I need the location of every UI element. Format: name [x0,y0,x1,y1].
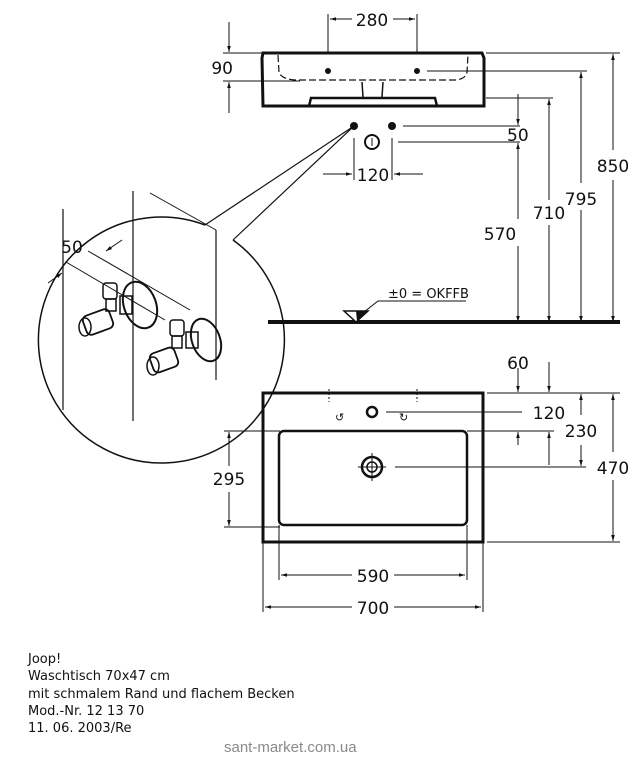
dim-tap-spacing: 280 [356,11,388,31]
caption-description: mit schmalem Rand und flachem Becken [28,686,295,702]
valve-point-right [388,122,396,130]
dim-drain-from-back: 230 [565,422,597,442]
caption-date: 11. 06. 2003/Re [28,721,132,737]
dim-bowl-depth: 295 [213,470,245,490]
dim-height-valves: 570 [484,225,516,245]
watermark: sant-market.com.ua [224,739,357,756]
dim-width-total: 700 [357,599,389,619]
dim-bowl-width: 590 [357,567,389,587]
caption-product: Waschtisch 70x47 cm [28,669,170,685]
cold-water-symbol: ↻ [399,411,408,424]
hot-water-symbol: ↺ [335,411,344,424]
basin-inner-curve [277,54,469,81]
drawing-caption: Joop! Waschtisch 70x47 cm mit schmalem R… [28,651,295,737]
detail-view [37,191,286,464]
drain-outlet [364,134,380,150]
bowl-outline [277,429,469,527]
dim-tap-to-bowl: 120 [533,404,565,424]
drain-plan [358,453,386,481]
angle-valve-1 [78,280,159,337]
dim-drain-spacing: 120 [357,166,389,186]
angle-valve-2 [146,317,223,376]
side-view [204,14,620,324]
dim-rim-thickness: 90 [211,59,233,79]
caption-brand: Joop! [28,652,62,667]
dim-valve-offset: 50 [507,126,529,146]
dim-valve-spacing: 50 [61,238,83,258]
detail-circle [37,216,286,464]
dim-height-bottom: 710 [533,204,565,224]
dim-height-top: 850 [597,157,629,177]
basin-foot [307,96,439,107]
dim-depth-total: 470 [597,459,629,479]
caption-model-number: Mod.-Nr. 12 13 70 [28,703,145,719]
tap-hole-left [325,68,331,74]
dim-height-overflow: 795 [565,190,597,210]
basin-side-outline [260,51,486,108]
floor-level-label: ±0 = OKFFB [388,287,469,302]
drain-neck [361,81,384,98]
tap-hole-plan [365,405,379,419]
tap-hole-right [414,68,420,74]
dim-tap-offset: 60 [507,354,529,374]
plan-view: ↺ ↻ [224,362,620,612]
